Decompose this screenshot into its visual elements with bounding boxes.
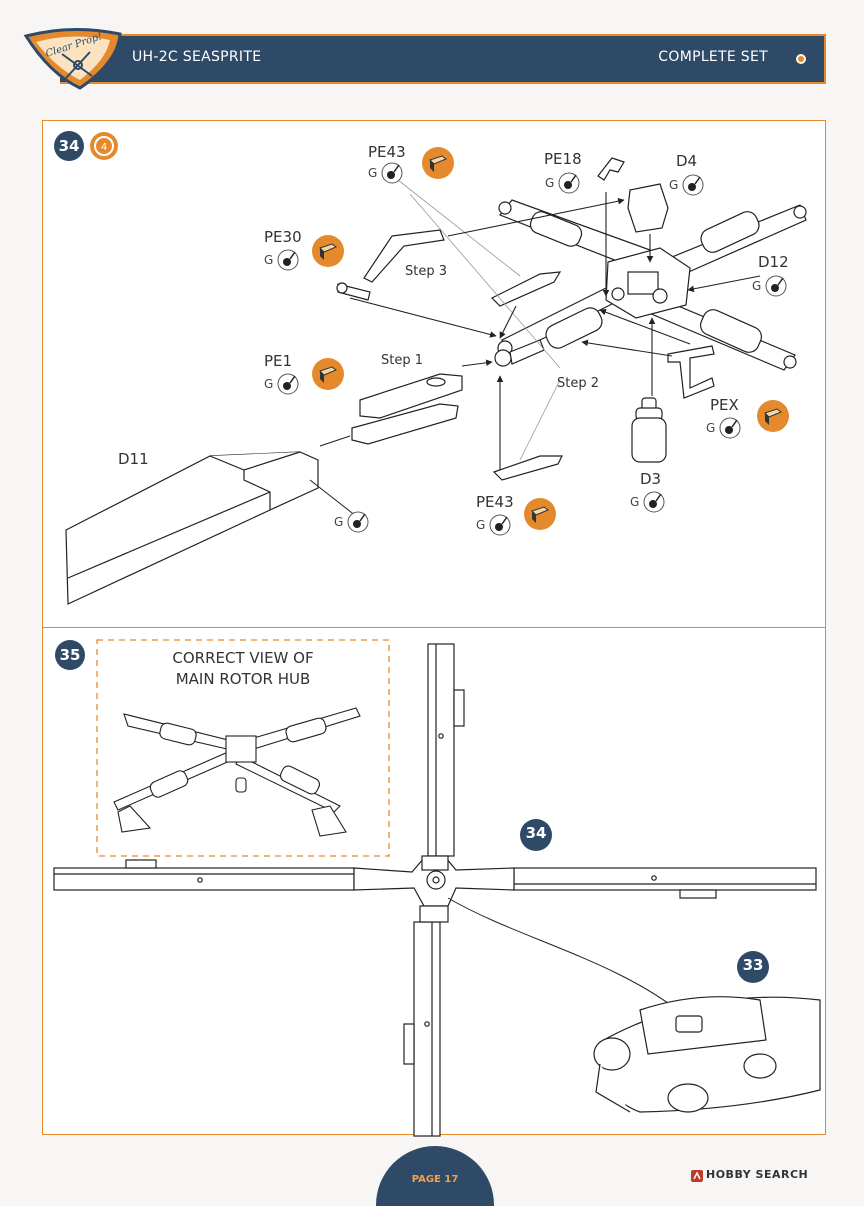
- watermark-logo-icon: [690, 1168, 704, 1187]
- label-step2: Step 2: [557, 376, 600, 391]
- label-d3: D3: [640, 470, 662, 488]
- glue-label: G: [368, 166, 378, 180]
- label-step3: Step 3: [405, 264, 448, 279]
- label-step1: Step 1: [381, 353, 424, 368]
- step-34-paint-icon: 4: [89, 131, 119, 165]
- brand-logo: Clear Prop!: [22, 22, 126, 92]
- glue-label: G: [669, 178, 679, 192]
- glue-label: G: [706, 421, 716, 435]
- glue-label: G: [264, 253, 274, 267]
- photo-etch-icon: [311, 357, 345, 395]
- label-d11: D11: [118, 450, 149, 468]
- set-name: COMPLETE SET: [658, 49, 768, 65]
- watermark-text: HOBBY SEARCH: [706, 1168, 809, 1181]
- page-number: PAGE 17: [411, 1174, 459, 1185]
- label-d12: D12: [758, 253, 789, 271]
- glue-label: G: [476, 518, 486, 532]
- glue-bottle-icon: [765, 275, 787, 301]
- glue-label: G: [334, 515, 344, 529]
- ref-step-34-badge: 34: [525, 824, 547, 842]
- glue-bottle-icon: [558, 172, 580, 198]
- glue-label: G: [752, 279, 762, 293]
- photo-etch-icon: [311, 234, 345, 272]
- header-bar: UH-2C SEASPRITE COMPLETE SET: [60, 34, 826, 84]
- label-d4: D4: [676, 152, 698, 170]
- glue-bottle-icon: [277, 249, 299, 275]
- glue-bottle-icon: [643, 491, 665, 517]
- glue-bottle-icon: [489, 514, 511, 540]
- glue-bottle-icon: [381, 162, 403, 188]
- label-pe43-top: PE43: [368, 143, 406, 161]
- inset-title: CORRECT VIEW OF MAIN ROTOR HUB: [98, 648, 388, 690]
- model-title: UH-2C SEASPRITE: [132, 49, 262, 65]
- glue-bottle-icon: [682, 174, 704, 200]
- label-pe1: PE1: [264, 352, 293, 370]
- ref-step-33-badge: 33: [742, 956, 764, 974]
- label-pe18: PE18: [544, 150, 582, 168]
- photo-etch-icon: [756, 399, 790, 437]
- inset-title-line1: CORRECT VIEW OF: [172, 649, 314, 667]
- step-34-badge: 34: [54, 131, 84, 161]
- header-dot-icon: [796, 54, 806, 64]
- glue-bottle-icon: [347, 511, 369, 537]
- glue-label: G: [545, 176, 555, 190]
- label-pe43-bottom: PE43: [476, 493, 514, 511]
- glue-label: G: [630, 495, 640, 509]
- label-pex: PEX: [710, 396, 739, 414]
- glue-bottle-icon: [277, 373, 299, 399]
- glue-bottle-icon: [719, 417, 741, 443]
- svg-text:4: 4: [101, 142, 107, 153]
- step-35-badge: 35: [55, 640, 85, 670]
- glue-label: G: [264, 377, 274, 391]
- inset-title-line2: MAIN ROTOR HUB: [175, 670, 311, 688]
- photo-etch-icon: [421, 146, 455, 184]
- label-pe30: PE30: [264, 228, 302, 246]
- photo-etch-icon: [523, 497, 557, 535]
